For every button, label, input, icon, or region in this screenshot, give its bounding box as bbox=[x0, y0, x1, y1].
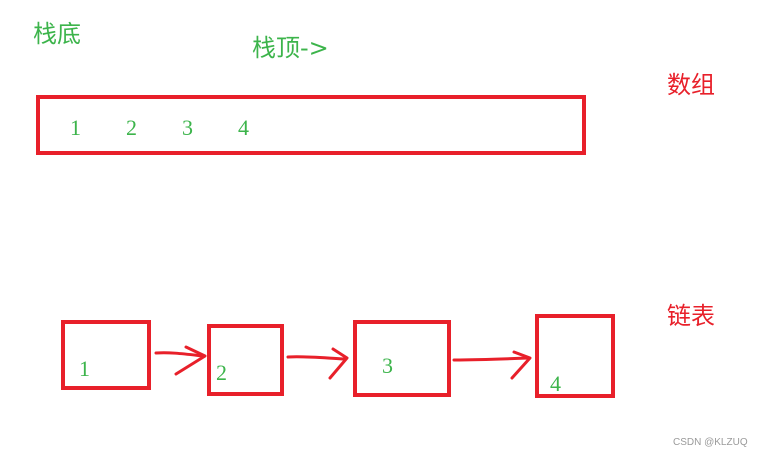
array-label: 数组 bbox=[667, 71, 715, 99]
list-node-value: 3 bbox=[382, 353, 393, 378]
list-node-1: 1 bbox=[61, 320, 151, 390]
list-node-value: 1 bbox=[79, 356, 90, 381]
stack-bottom-label: 栈底 bbox=[33, 20, 81, 48]
arrow-3-to-4 bbox=[452, 350, 532, 380]
array-item: 2 bbox=[126, 115, 137, 140]
array-item: 3 bbox=[182, 115, 193, 140]
arrow-1-to-2 bbox=[154, 345, 207, 376]
array-item: 1 bbox=[70, 115, 81, 140]
list-node-4: 4 bbox=[535, 314, 615, 398]
list-node-2: 2 bbox=[207, 324, 284, 396]
list-node-3: 3 bbox=[353, 320, 451, 397]
watermark: CSDN @KLZUQ bbox=[673, 437, 748, 448]
linked-list-label: 链表 bbox=[667, 302, 715, 330]
list-node-value: 2 bbox=[216, 360, 227, 385]
array-item: 4 bbox=[238, 115, 249, 140]
list-node-value: 4 bbox=[550, 371, 561, 396]
array-box: 1 2 3 4 bbox=[36, 95, 586, 155]
arrow-2-to-3 bbox=[286, 347, 349, 380]
stack-top-label: 栈顶-> bbox=[252, 34, 329, 62]
